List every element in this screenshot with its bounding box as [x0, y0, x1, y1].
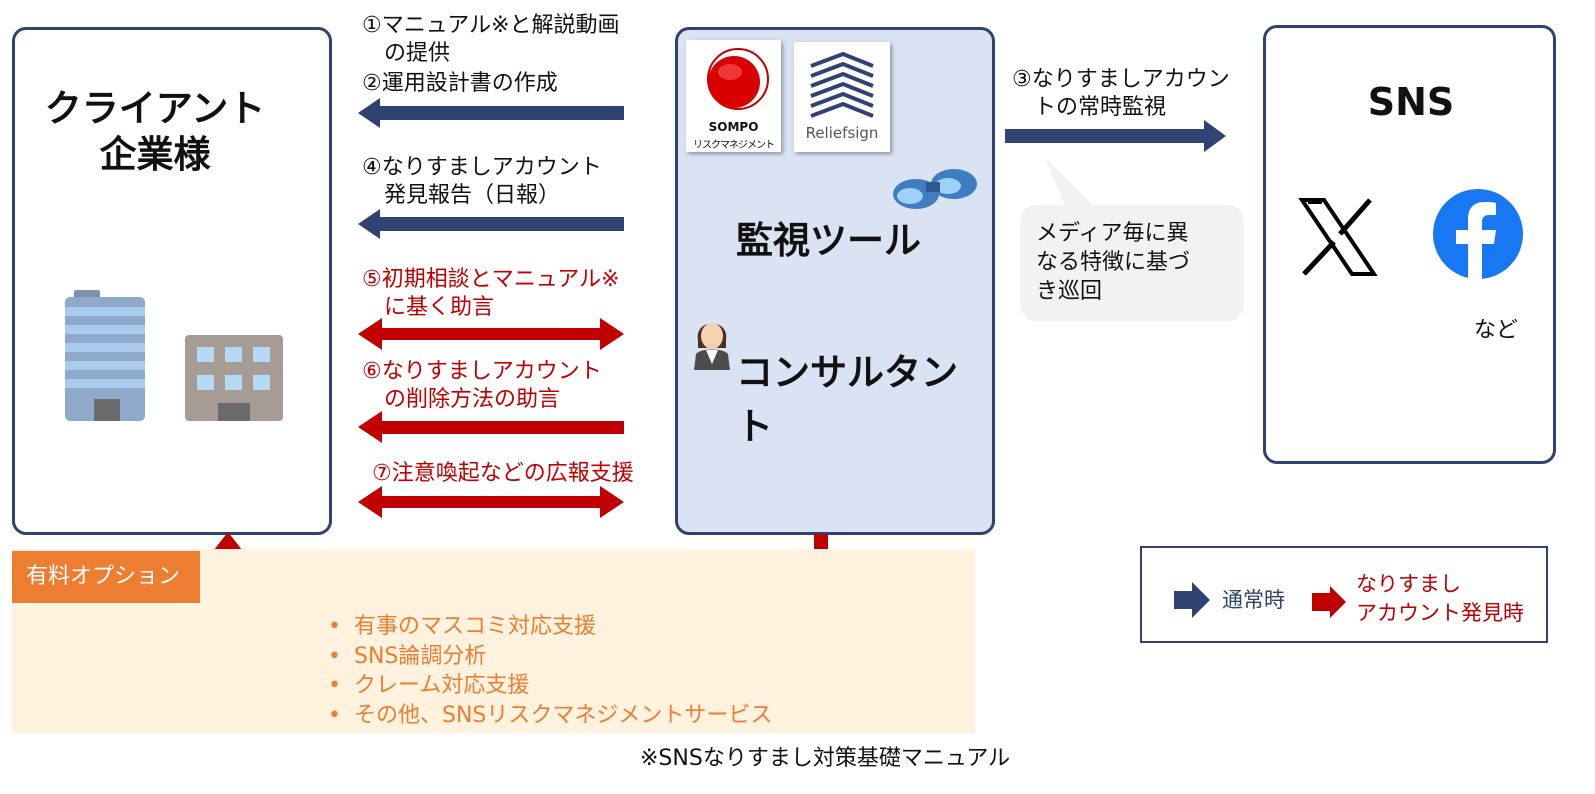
step7-label: ⑦注意喚起などの広報支援: [372, 460, 634, 488]
legend-found-arrow-icon: [1310, 584, 1348, 620]
arrow-step7: [358, 486, 624, 518]
arrow-step5: [358, 318, 624, 350]
option-item: 有事のマスコミ対応支援: [328, 612, 772, 642]
arrow-step2: [358, 98, 624, 128]
legend-found-line2: アカウント発見時: [1356, 599, 1524, 628]
arrow-step4: [358, 209, 624, 239]
step3-label: ③なりすましアカウン トの常時監視: [1012, 66, 1230, 122]
step5-label: ⑤初期相談とマニュアル※ に基く助言: [362, 266, 620, 322]
option-list: 有事のマスコミ対応支援 SNS論調分析 クレーム対応支援 その他、SNSリスクマ…: [328, 612, 772, 730]
step1-label: ①マニュアル※と解説動画 の提供: [362, 12, 620, 68]
legend-found-line1: なりすまし: [1356, 570, 1524, 599]
option-item: その他、SNSリスクマネジメントサービス: [328, 701, 772, 731]
option-item: クレーム対応支援: [328, 671, 772, 701]
patrol-note-bubble: メディア毎に異 なる特徴に基づ き巡回: [1020, 205, 1244, 321]
step2-label: ②運用設計書の作成: [362, 70, 558, 98]
option-item: SNS論調分析: [328, 642, 772, 672]
legend-normal-arrow-icon: [1172, 580, 1212, 620]
arrow-step3: [1005, 120, 1226, 152]
legend-box: 通常時 なりすまし アカウント発見時: [1140, 546, 1548, 643]
step4-label: ④なりすましアカウント 発見報告（日報）: [362, 154, 602, 210]
option-tag: 有料オプション: [12, 551, 200, 603]
bubble-tail: [1045, 158, 1100, 212]
legend-normal-label: 通常時: [1222, 584, 1285, 614]
legend-found-label: なりすまし アカウント発見時: [1356, 570, 1524, 628]
step6-label: ⑥なりすましアカウント の削除方法の助言: [362, 358, 602, 414]
arrow-step6: [358, 411, 624, 443]
footnote: ※SNSなりすまし対策基礎マニュアル: [640, 740, 1010, 772]
